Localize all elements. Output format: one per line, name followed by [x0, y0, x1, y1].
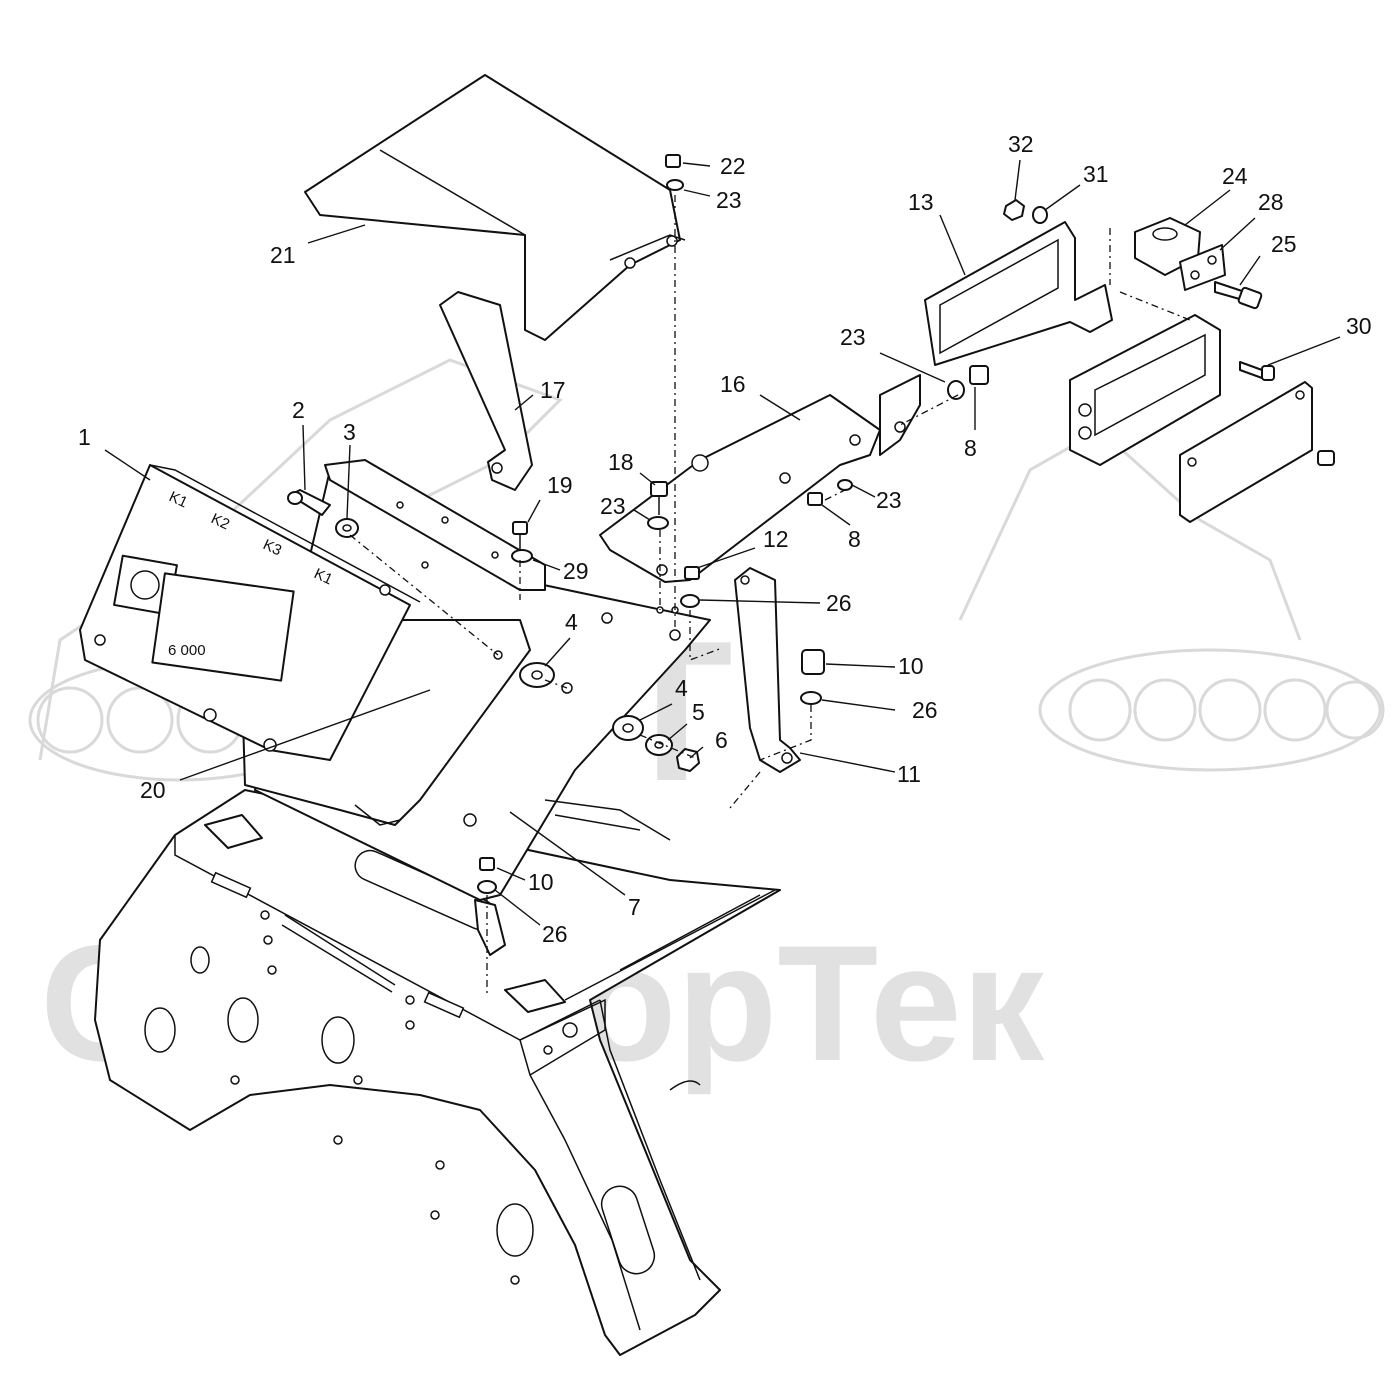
callout-10-bottom: 10: [528, 869, 554, 895]
callout-23-top: 23: [716, 187, 742, 213]
callout-7: 7: [628, 894, 641, 920]
callout-12: 12: [763, 526, 789, 552]
panel-code: 6 000: [168, 642, 206, 659]
callout-21: 21: [270, 242, 296, 268]
plate-28: [1179, 244, 1226, 291]
callout-23-upper: 23: [840, 324, 866, 350]
control-panel-1: K1 K2 K3 K1 6 000: [79, 464, 421, 761]
callout-5: 5: [692, 699, 705, 725]
callout-1: 1: [78, 424, 91, 450]
callout-28: 28: [1258, 189, 1284, 215]
callout-29: 29: [563, 558, 589, 584]
callout-2: 2: [292, 397, 305, 423]
callout-10-right: 10: [898, 653, 924, 679]
callout-6: 6: [715, 727, 728, 753]
callout-3: 3: [343, 419, 356, 445]
panel-label-k2: K2: [208, 510, 232, 533]
callout-26-bottom: 26: [542, 921, 568, 947]
assembly-lines: [349, 195, 1191, 1001]
callout-4-left: 4: [565, 609, 578, 635]
panel-label-k1-right: K1: [311, 565, 335, 588]
handle-17: [439, 291, 533, 491]
callout-23-mid-left: 23: [600, 493, 626, 519]
callout-25: 25: [1271, 231, 1297, 257]
cover-21: [304, 74, 686, 341]
callout-23-mid-right: 23: [876, 487, 902, 513]
upper-plate: [324, 459, 546, 591]
callouts: 1 2 3 17 21 22 23 23 16 18 23 19 29 12 2…: [78, 131, 1372, 947]
callout-8-upper: 8: [964, 435, 977, 461]
bracket-11: [734, 567, 801, 773]
callout-17: 17: [540, 377, 566, 403]
callout-18: 18: [608, 449, 634, 475]
bolt-25: [1214, 281, 1263, 310]
fasteners: [287, 154, 1335, 956]
callout-20: 20: [140, 777, 166, 803]
callout-24: 24: [1222, 163, 1248, 189]
callout-8-lower: 8: [848, 526, 861, 552]
callout-11: 11: [897, 761, 921, 787]
angle-bracket: [879, 374, 921, 456]
bracket-16: [599, 394, 881, 583]
callout-26-top: 26: [826, 590, 852, 616]
callout-13: 13: [908, 189, 934, 215]
callout-19: 19: [547, 472, 573, 498]
callout-30: 30: [1346, 313, 1372, 339]
watermark-excavator-right-icon: [958, 428, 1385, 772]
panel-label-k3: K3: [260, 536, 284, 559]
callout-32: 32: [1008, 131, 1034, 157]
callout-22: 22: [720, 153, 746, 179]
box-30: [1069, 314, 1221, 466]
leader-lines: [104, 159, 1341, 926]
callout-26-right: 26: [912, 697, 938, 723]
lid: [1179, 381, 1313, 523]
callout-4-right: 4: [675, 675, 688, 701]
callout-16: 16: [720, 371, 746, 397]
frame-13: [924, 221, 1113, 366]
callout-31: 31: [1083, 161, 1109, 187]
panel-label-k1-top: K1: [166, 488, 190, 511]
